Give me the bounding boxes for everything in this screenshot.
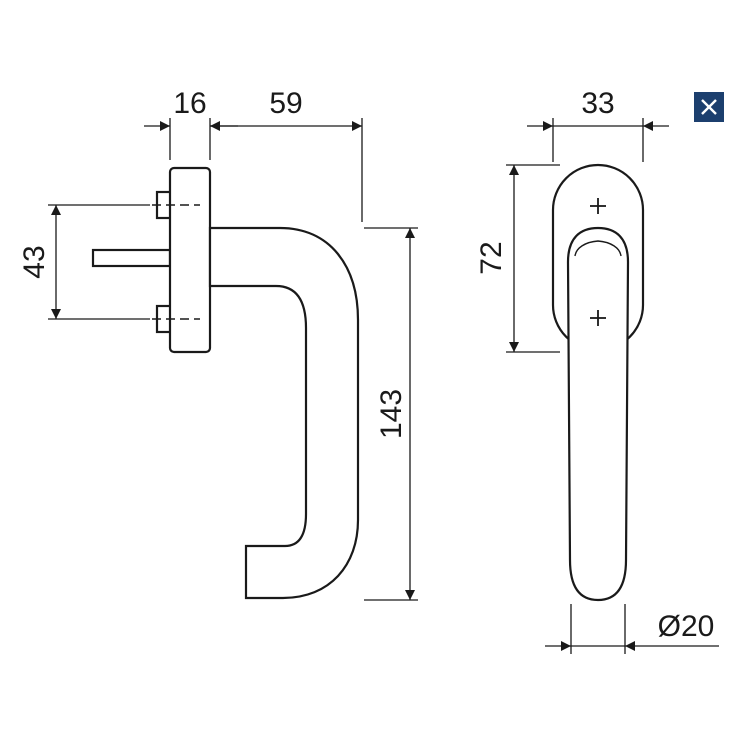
- front-view: [551, 163, 645, 602]
- dim-label-33: 33: [581, 87, 614, 120]
- dim-label-59: 59: [269, 87, 302, 120]
- side-dimensions: [48, 118, 418, 601]
- dim-label-72: 72: [475, 241, 508, 274]
- dim-label-143: 143: [375, 389, 408, 439]
- spindle: [91, 248, 172, 268]
- lever-profile: [208, 226, 360, 600]
- dim-label-d20: Ø20: [658, 610, 715, 643]
- lever-grip: [566, 226, 630, 602]
- dim-label-43: 43: [18, 245, 51, 278]
- base-plate: [168, 166, 212, 354]
- side-view: [91, 166, 360, 600]
- front-dimensions: [506, 118, 719, 654]
- dim-label-16: 16: [173, 87, 206, 120]
- screw-marks: [590, 198, 606, 326]
- grip-highlight: [574, 240, 622, 257]
- close-button[interactable]: [694, 92, 724, 122]
- close-icon: [701, 99, 717, 115]
